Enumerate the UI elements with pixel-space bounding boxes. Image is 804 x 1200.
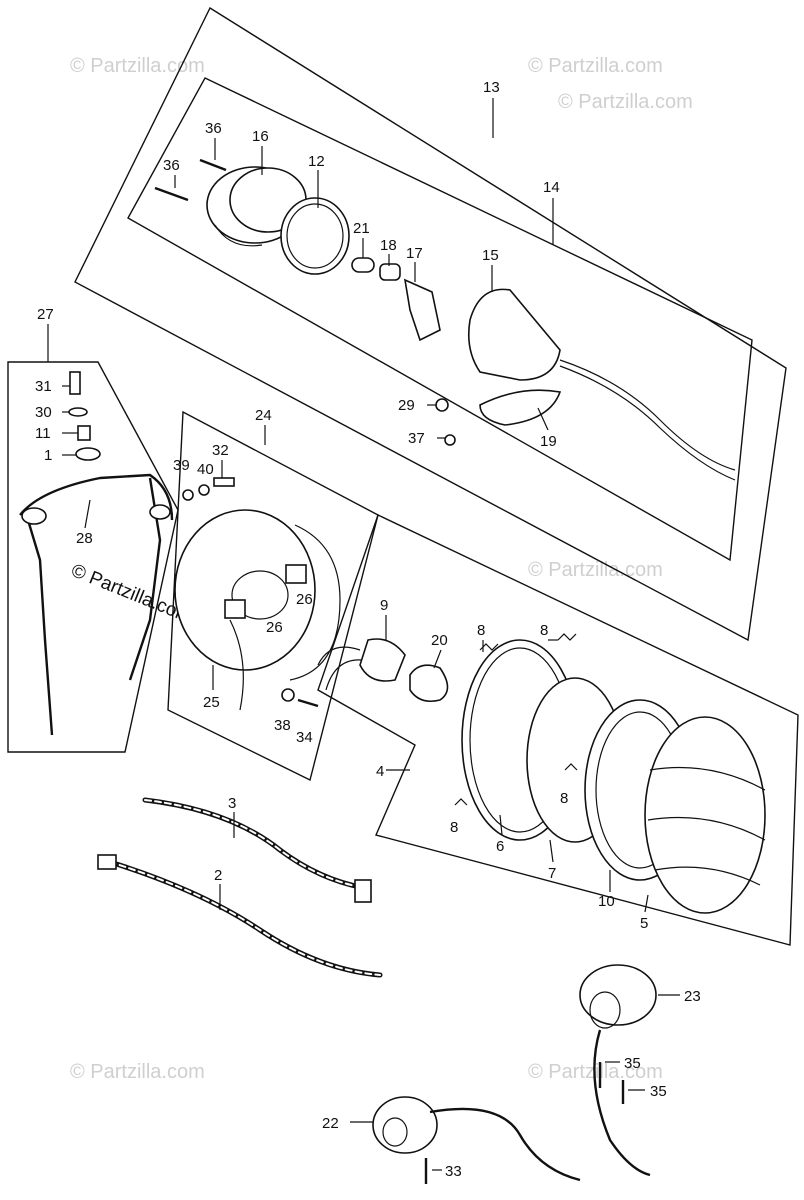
screw-36-b[interactable] xyxy=(154,186,189,202)
leader-lines xyxy=(47,98,680,1171)
label-14: 14 xyxy=(543,179,560,196)
taillight-group-outline xyxy=(74,6,787,642)
label-38: 38 xyxy=(274,717,291,734)
bolt-32[interactable] xyxy=(213,477,235,487)
collar-11[interactable] xyxy=(77,425,91,441)
label-6: 6 xyxy=(496,838,504,855)
label-3: 3 xyxy=(228,795,236,812)
socket-18[interactable] xyxy=(379,263,401,281)
headlight-unit-outline xyxy=(317,514,799,946)
label-26a: 26 xyxy=(296,591,313,608)
bracket-group-outline xyxy=(7,361,179,753)
label-19: 19 xyxy=(540,433,557,450)
headlight-bracket[interactable] xyxy=(19,473,174,736)
nut-29[interactable] xyxy=(435,398,449,412)
label-23: 23 xyxy=(684,988,701,1005)
gasket-19[interactable] xyxy=(479,389,562,426)
label-8d: 8 xyxy=(450,819,458,836)
watermark: © Partzilla.com xyxy=(70,1061,205,1083)
label-36a: 36 xyxy=(205,120,222,137)
label-26b: 26 xyxy=(266,619,283,636)
label-8a: 8 xyxy=(477,622,485,639)
tail-case-15[interactable] xyxy=(467,288,561,381)
group-outlines xyxy=(7,6,799,946)
label-22: 22 xyxy=(322,1115,339,1132)
taillight-inner-outline xyxy=(127,77,753,562)
socket-9[interactable] xyxy=(359,638,406,682)
label-20: 20 xyxy=(431,632,448,649)
label-18: 18 xyxy=(380,237,397,254)
label-7: 7 xyxy=(548,865,556,882)
label-34: 34 xyxy=(296,729,313,746)
label-13: 13 xyxy=(483,79,500,96)
headlight-case[interactable] xyxy=(174,509,341,711)
label-27: 27 xyxy=(37,306,54,323)
label-39: 39 xyxy=(173,457,190,474)
washer-30[interactable] xyxy=(68,407,88,417)
label-2: 2 xyxy=(214,867,222,884)
bolt-31[interactable] xyxy=(69,371,81,395)
label-35a: 35 xyxy=(624,1055,641,1072)
switch-23[interactable] xyxy=(579,964,657,1177)
label-10: 10 xyxy=(598,893,615,910)
nut-37[interactable] xyxy=(444,434,456,446)
label-32: 32 xyxy=(212,442,229,459)
guard-5[interactable] xyxy=(644,716,766,914)
part-labels: 13 14 36 36 16 12 21 18 17 15 29 37 19 2… xyxy=(35,79,701,1180)
switch-22[interactable] xyxy=(372,1096,581,1182)
bulb-20[interactable] xyxy=(409,664,449,703)
headlight-case-outline xyxy=(167,410,379,782)
screw-36-a[interactable] xyxy=(199,158,227,172)
spring-8c[interactable] xyxy=(564,763,578,771)
spring-8b[interactable] xyxy=(557,633,577,641)
lens-gasket[interactable] xyxy=(280,197,350,275)
label-4: 4 xyxy=(376,763,384,780)
nut-38[interactable] xyxy=(281,688,295,702)
watermark: © Partzilla.com xyxy=(528,55,663,77)
label-30: 30 xyxy=(35,404,52,421)
watermark: © Partzilla.com xyxy=(528,559,663,581)
label-5: 5 xyxy=(640,915,648,932)
label-15: 15 xyxy=(482,247,499,264)
label-11: 11 xyxy=(35,425,51,442)
watermark: © Partzilla.com xyxy=(70,55,205,77)
harness-3[interactable] xyxy=(142,797,368,891)
label-29: 29 xyxy=(398,397,415,414)
spring-8d[interactable] xyxy=(454,798,468,806)
washer-40[interactable] xyxy=(198,484,210,496)
label-25: 25 xyxy=(203,694,220,711)
label-37: 37 xyxy=(408,430,425,447)
label-35b: 35 xyxy=(650,1083,667,1100)
label-28: 28 xyxy=(76,530,93,547)
bracket-17[interactable] xyxy=(403,278,441,342)
label-31: 31 xyxy=(35,378,52,395)
label-12: 12 xyxy=(308,153,325,170)
watermark: © Partzilla.com xyxy=(558,91,693,113)
label-9: 9 xyxy=(380,597,388,614)
bulb-21[interactable] xyxy=(351,257,375,273)
label-8b: 8 xyxy=(540,622,548,639)
label-16: 16 xyxy=(252,128,269,145)
label-21: 21 xyxy=(353,220,370,237)
watermarks: © Partzilla.com © Partzilla.com © Partzi… xyxy=(68,55,693,1083)
screw-34[interactable] xyxy=(297,698,319,708)
label-8c: 8 xyxy=(560,790,568,807)
label-24: 24 xyxy=(255,407,272,424)
label-33: 33 xyxy=(445,1163,462,1180)
washer-39[interactable] xyxy=(182,489,194,501)
label-36b: 36 xyxy=(163,157,180,174)
label-40: 40 xyxy=(197,461,214,478)
grommet-1[interactable] xyxy=(75,447,101,461)
label-17: 17 xyxy=(406,245,423,262)
label-1: 1 xyxy=(44,447,52,464)
